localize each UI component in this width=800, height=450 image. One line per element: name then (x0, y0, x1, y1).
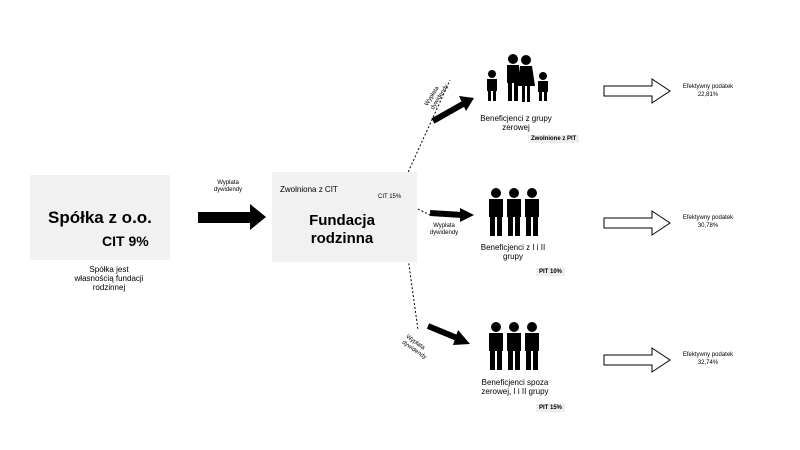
foundation-cit: CIT 15% (378, 194, 402, 200)
group2-effective-label: Efektywny podatek (682, 215, 734, 221)
dividend-label-left: Wypłata dywidendy (213, 180, 243, 193)
group-arrow-bottom (426, 323, 459, 341)
dividend-arrow-main (198, 204, 266, 230)
group1-name: Beneficjenci z grupy zerowej (480, 114, 552, 132)
foundation-box (272, 172, 417, 262)
group1-effective-label: Efektywny podatek (682, 84, 734, 90)
group1-tax: Zwolnione z PIT (528, 135, 580, 143)
family-icon (487, 54, 548, 102)
company-tax: CIT 9% (102, 233, 149, 249)
foundation-name: Fundacja rodzinna (309, 212, 375, 247)
group1-effective-value: 22,81% (697, 92, 719, 98)
group2-name: Beneficjenci z I i II grupy (480, 243, 546, 261)
foundation-exempt: Zwolniona z CIT (280, 185, 338, 194)
group3-effective-label: Efektywny podatek (682, 352, 734, 358)
group3-effective-value: 32,74% (697, 360, 719, 366)
group-people-icon (489, 188, 539, 236)
group2-effective-value: 30,78% (697, 223, 719, 229)
company-name: Spółka z o.o. (48, 208, 152, 227)
group-arrow-top (431, 101, 465, 124)
group2-tax: PIT 10% (536, 268, 566, 276)
hollow-arrow-3 (603, 347, 671, 373)
group3-tax: PIT 15% (536, 404, 566, 412)
group-arrow-mid (429, 210, 463, 218)
branch-line-top (399, 79, 451, 191)
company-note: Spółka jest własnością fundacji rodzinne… (74, 265, 144, 292)
hollow-arrow-2 (603, 210, 671, 236)
group2-arrow-label: Wypłata dywidendy (429, 223, 459, 236)
group3-name: Beneficjenci spoza zerowej, I i II grupy (481, 378, 549, 396)
hollow-arrow-1 (603, 78, 671, 104)
group-people-icon (489, 322, 539, 370)
company-box (30, 175, 170, 260)
